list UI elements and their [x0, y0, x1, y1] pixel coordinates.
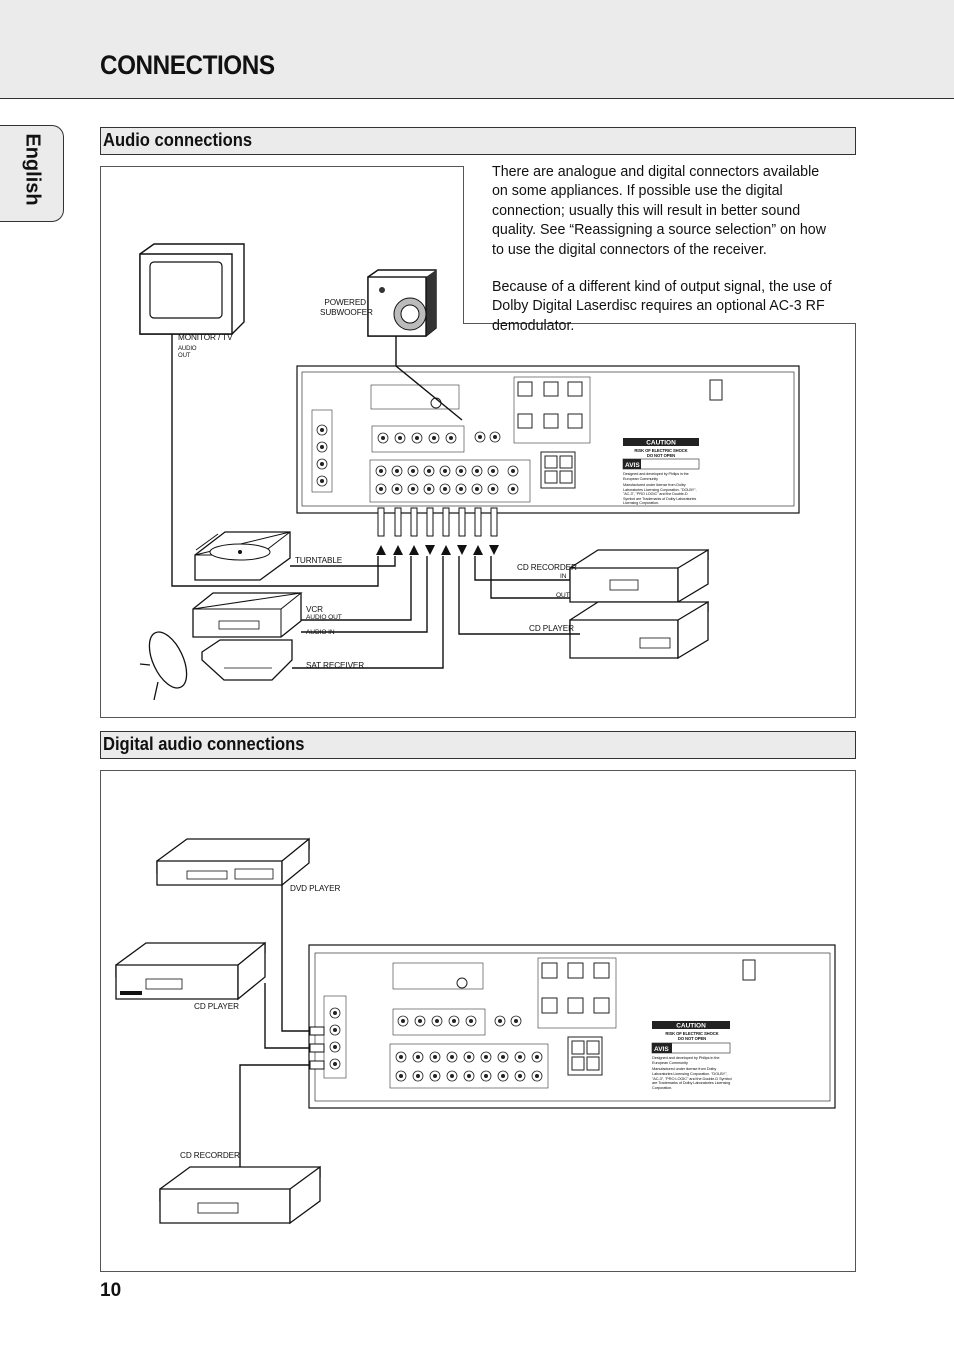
cd-player-label: CD player: [529, 624, 574, 633]
cd-player-digital-label: CD player: [194, 1002, 239, 1011]
signal-arrows: [376, 545, 499, 555]
subwoofer-label: Powered subwoofer: [320, 298, 373, 317]
digital-section-title: Digital audio connections: [103, 734, 305, 754]
vcr-label: VCR: [306, 605, 323, 614]
caution-label-digital: CAUTION: [676, 1023, 706, 1030]
page-header: [0, 0, 954, 99]
vcr-audio-out-label: Audio out: [306, 614, 342, 621]
turntable-label: Turntable: [295, 556, 343, 565]
intro-text: There are analogue and digital connector…: [492, 162, 836, 353]
cd-player-digital-drawing: [115, 941, 266, 1001]
digital-cables: [239, 885, 318, 1167]
cd-recorder-digital-label: CD recorder: [180, 1151, 240, 1160]
cd-recorder-digital-drawing: [159, 1165, 321, 1225]
avis-label-digital: AVIS: [654, 1046, 669, 1053]
vcr-drawing: [192, 592, 303, 638]
risk-text-audio: RISK OF ELECTRIC SHOCK DO NOT OPEN: [634, 448, 688, 458]
page-number: 10: [100, 1280, 122, 1301]
page-title: Connections: [100, 50, 275, 80]
avis-label-audio: AVIS: [625, 462, 640, 469]
digital-section-bar: Digital audio connections: [100, 731, 856, 759]
dolby-note-audio: Manufactured under license from Dolby La…: [623, 483, 697, 506]
satellite-dish-drawing: [139, 631, 188, 701]
cd-recorder-label: CD recorder: [517, 563, 577, 572]
subwoofer-drawing: [367, 269, 437, 337]
dvd-player-label: DVD player: [290, 884, 341, 893]
audio-cable-plugs: [377, 507, 498, 537]
digital-cable-plugs: [309, 1026, 325, 1070]
vcr-audio-in-label: Audio in: [306, 629, 335, 636]
intro-text-box: [463, 166, 856, 324]
philips-note-digital: Designed and developed by Philips in the…: [652, 1055, 720, 1065]
digital-diagram-frame: [100, 770, 856, 1272]
turntable-drawing: [194, 531, 291, 581]
cd-recorder-in-label: IN: [560, 573, 567, 580]
sat-receiver-label: SAT Receiver: [306, 661, 365, 670]
language-tab: [0, 125, 64, 222]
cd-recorder-out-label: OUT: [556, 592, 570, 599]
monitor-tv-label: Monitor / TV: [178, 333, 233, 342]
dvd-player-drawing: [156, 837, 310, 887]
sat-receiver-drawing: [201, 639, 293, 681]
caution-label-audio: CAUTION: [646, 440, 676, 447]
dolby-note-digital: Manufactured under license from Dolby La…: [652, 1066, 732, 1091]
philips-note-audio: Designed and developed by Philips in the…: [623, 472, 689, 481]
cd-recorder-drawing: [569, 548, 709, 604]
risk-text-digital: RISK OF ELECTRIC SHOCK DO NOT OPEN: [665, 1031, 719, 1041]
intro-paragraph-1: There are analogue and digital connector…: [492, 163, 827, 258]
receiver-back-panel-audio: [296, 365, 800, 514]
intro-paragraph-2: Because of a different kind of output si…: [492, 278, 832, 334]
audio-section-title: Audio connections: [103, 130, 253, 150]
cd-player-drawing: [569, 600, 709, 660]
audio-out-label: Audio out: [178, 346, 197, 359]
audio-section-bar: Audio connections: [100, 127, 856, 155]
monitor-tv-drawing: [139, 243, 245, 335]
receiver-back-panel-digital: [308, 944, 836, 1109]
audio-cables: [171, 334, 580, 669]
